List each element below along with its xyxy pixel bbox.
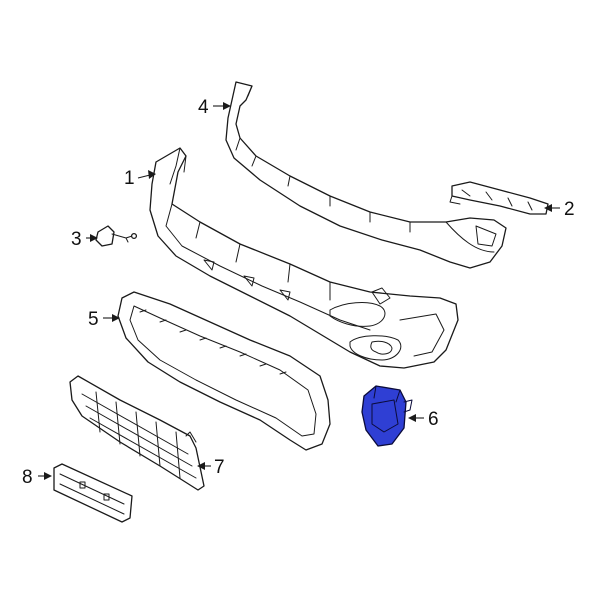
callout-2: 2 xyxy=(544,199,575,220)
callout-4: 4 xyxy=(198,97,231,118)
callout-1: 1 xyxy=(124,168,156,189)
part-8-license-plate-bracket[interactable] xyxy=(53,463,133,523)
callout-3: 3 xyxy=(71,229,98,250)
part-1-bumper-cover[interactable] xyxy=(149,147,459,369)
callout-label-8: 8 xyxy=(22,467,33,488)
part-2-bumper-bracket[interactable] xyxy=(449,181,549,215)
callout-7: 7 xyxy=(197,457,225,478)
callout-label-5: 5 xyxy=(88,309,99,330)
callout-label-2: 2 xyxy=(564,199,575,220)
callout-label-7: 7 xyxy=(214,457,225,478)
callout-label-4: 4 xyxy=(198,97,209,118)
part-5-lower-grille-frame[interactable] xyxy=(117,291,331,451)
part-7-lower-grille-insert[interactable] xyxy=(69,375,205,491)
part-6-fog-lamp-bracket[interactable] xyxy=(361,385,413,447)
callout-6: 6 xyxy=(408,409,439,430)
callout-5: 5 xyxy=(88,309,120,330)
callout-label-3: 3 xyxy=(71,229,82,250)
callout-8: 8 xyxy=(22,467,52,488)
part-4-upper-bumper-reinforcement[interactable] xyxy=(225,81,507,269)
part-3-retainer-clip[interactable] xyxy=(95,225,138,247)
callout-label-1: 1 xyxy=(124,168,135,189)
callout-label-6: 6 xyxy=(428,409,439,430)
